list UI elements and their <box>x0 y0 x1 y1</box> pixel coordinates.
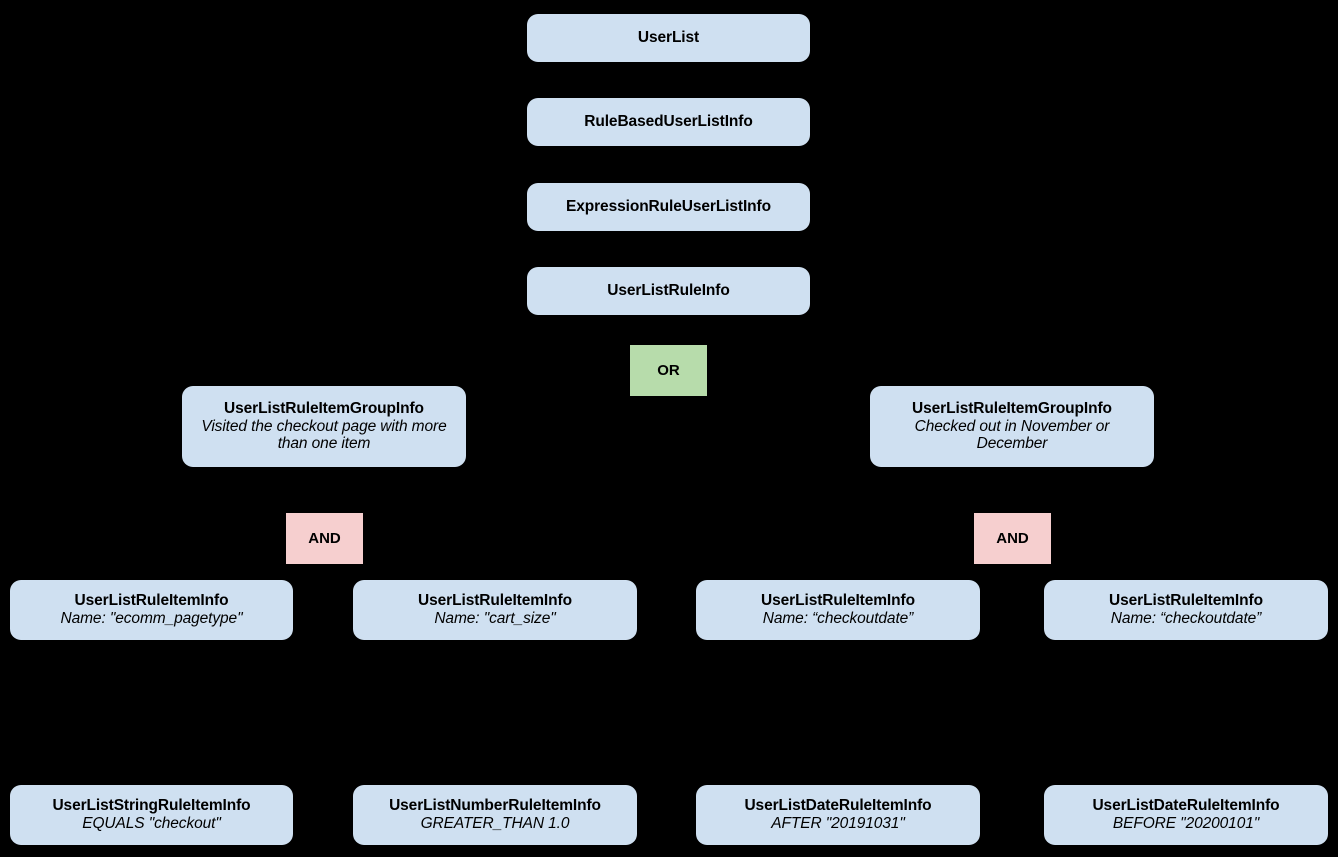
edge-and-right-to-item-checkoutdate-2 <box>1011 563 1187 581</box>
node-title: UserListRuleItemInfo <box>74 592 229 610</box>
node-subtitle: BEFORE "20200101" <box>1112 815 1260 832</box>
node-subtitle: Visited the checkout page with more than… <box>201 417 447 453</box>
node-title: UserListRuleItemInfo <box>1109 592 1263 610</box>
node-title: UserListRuleInfo <box>607 282 730 300</box>
node-subtitle: GREATER_THAN 1.0 <box>420 815 570 832</box>
node-expressionrule[interactable]: ExpressionRuleUserListInfo <box>527 183 810 231</box>
node-subtitle: EQUALS "checkout" <box>82 815 221 832</box>
node-title: UserListDateRuleItemInfo <box>744 797 932 815</box>
node-title: UserListDateRuleItemInfo <box>1092 797 1280 815</box>
node-subtitle: AFTER "20191031" <box>771 815 905 832</box>
edge-and-right-to-item-checkoutdate-1 <box>837 563 1014 581</box>
node-title: UserListRuleItemGroupInfo <box>224 399 424 417</box>
node-rulebased[interactable]: RuleBasedUserListInfo <box>527 98 810 146</box>
operator-and-right[interactable]: AND <box>974 513 1051 564</box>
node-subtitle: Name: "cart_size" <box>434 610 556 627</box>
node-userlist[interactable]: UserList <box>527 14 810 62</box>
node-userlistruleinfo[interactable]: UserListRuleInfo <box>527 267 810 315</box>
node-title: UserListRuleItemInfo <box>761 592 915 610</box>
operator-label: AND <box>308 530 341 547</box>
node-title: ExpressionRuleUserListInfo <box>566 198 771 216</box>
operator-or[interactable]: OR <box>630 345 707 396</box>
node-subtitle: Name: “checkoutdate” <box>1110 610 1262 627</box>
operator-label: OR <box>657 362 680 379</box>
node-title: UserListNumberRuleItemInfo <box>389 797 601 815</box>
node-title: RuleBasedUserListInfo <box>584 113 753 131</box>
operator-label: AND <box>996 530 1029 547</box>
operator-and-left[interactable]: AND <box>286 513 363 564</box>
node-subtitle: Checked out in November or December <box>914 417 1110 453</box>
node-title: UserList <box>637 29 700 47</box>
edge-and-left-to-item-ecomm <box>150 563 326 581</box>
edge-group-left-to-and-left <box>323 466 326 514</box>
edge-group-right-to-and-right <box>1011 466 1014 514</box>
node-title: UserListRuleItemGroupInfo <box>912 399 1112 417</box>
edge-and-left-to-item-cartsize <box>323 563 496 581</box>
node-title: UserListRuleItemInfo <box>418 592 572 610</box>
node-title: UserListStringRuleItemInfo <box>52 797 251 815</box>
node-subtitle: Name: “checkoutdate” <box>762 610 914 627</box>
node-subtitle: Name: "ecomm_pagetype" <box>60 610 243 627</box>
